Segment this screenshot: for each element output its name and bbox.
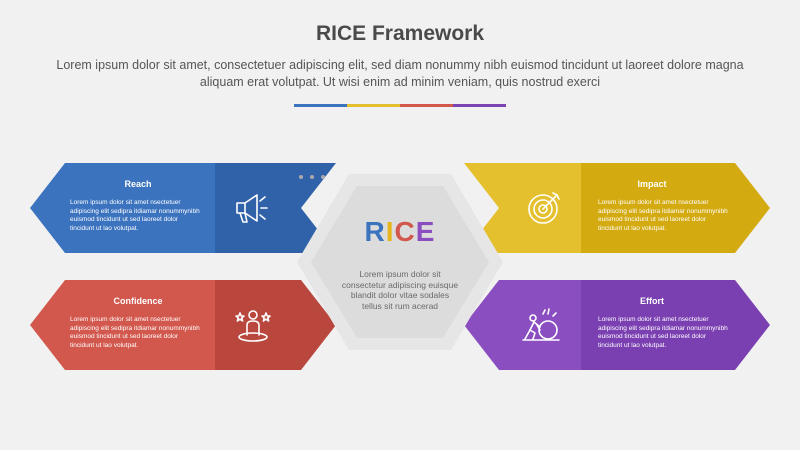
reach-card-shape: [30, 163, 336, 253]
confidence-card: Confidence Lorem ipsum dolor sit amet ns…: [30, 280, 336, 370]
accent-bar-blue: [294, 104, 347, 107]
accent-bar-yellow: [347, 104, 400, 107]
target-icon: [524, 188, 564, 228]
rice-letter-i: I: [385, 216, 395, 247]
reach-body: Lorem ipsum dolor sit amet nsectetuer ad…: [70, 199, 200, 232]
center-text: Lorem ipsum dolor sit consectetur adipis…: [341, 269, 459, 311]
reach-card: Reach Lorem ipsum dolor sit amet nsectet…: [30, 163, 336, 253]
center-hexagon: RICE Lorem ipsum dolor sit consectetur a…: [297, 174, 503, 350]
pushing-boulder-icon: [521, 305, 561, 345]
effort-card-shape: [464, 280, 770, 370]
megaphone-icon: [231, 188, 271, 228]
confidence-title: Confidence: [113, 296, 163, 306]
dots-decoration: [299, 175, 325, 179]
rice-letter-r: R: [364, 216, 386, 247]
reach-title: Reach: [124, 179, 152, 189]
impact-card-shape: [464, 163, 770, 253]
impact-body: Lorem ipsum dolor sit amet nsectetuer ad…: [598, 199, 728, 232]
page-subtitle: Lorem ipsum dolor sit amet, consectetuer…: [56, 58, 744, 89]
effort-card: Effort Lorem ipsum dolor sit amet nsecte…: [464, 280, 770, 370]
confidence-card-shape: [30, 280, 336, 370]
center-hexagon-shape: [297, 174, 503, 350]
impact-title: Impact: [637, 179, 667, 189]
page-title: RICE Framework: [315, 22, 485, 45]
accent-bar-red: [400, 104, 453, 107]
accent-bar-purple: [453, 104, 506, 107]
effort-title: Effort: [640, 296, 664, 306]
impact-card: Impact Lorem ipsum dolor sit amet nsecte…: [464, 163, 770, 253]
rice-letter-e: E: [415, 216, 436, 247]
effort-body: Lorem ipsum dolor sit amet nsectetuer ad…: [598, 316, 728, 349]
rice-logo: RICE: [297, 216, 503, 248]
person-stars-icon: [233, 305, 273, 345]
confidence-body: Lorem ipsum dolor sit amet nsectetuer ad…: [70, 316, 200, 349]
rice-letter-c: C: [394, 216, 416, 247]
